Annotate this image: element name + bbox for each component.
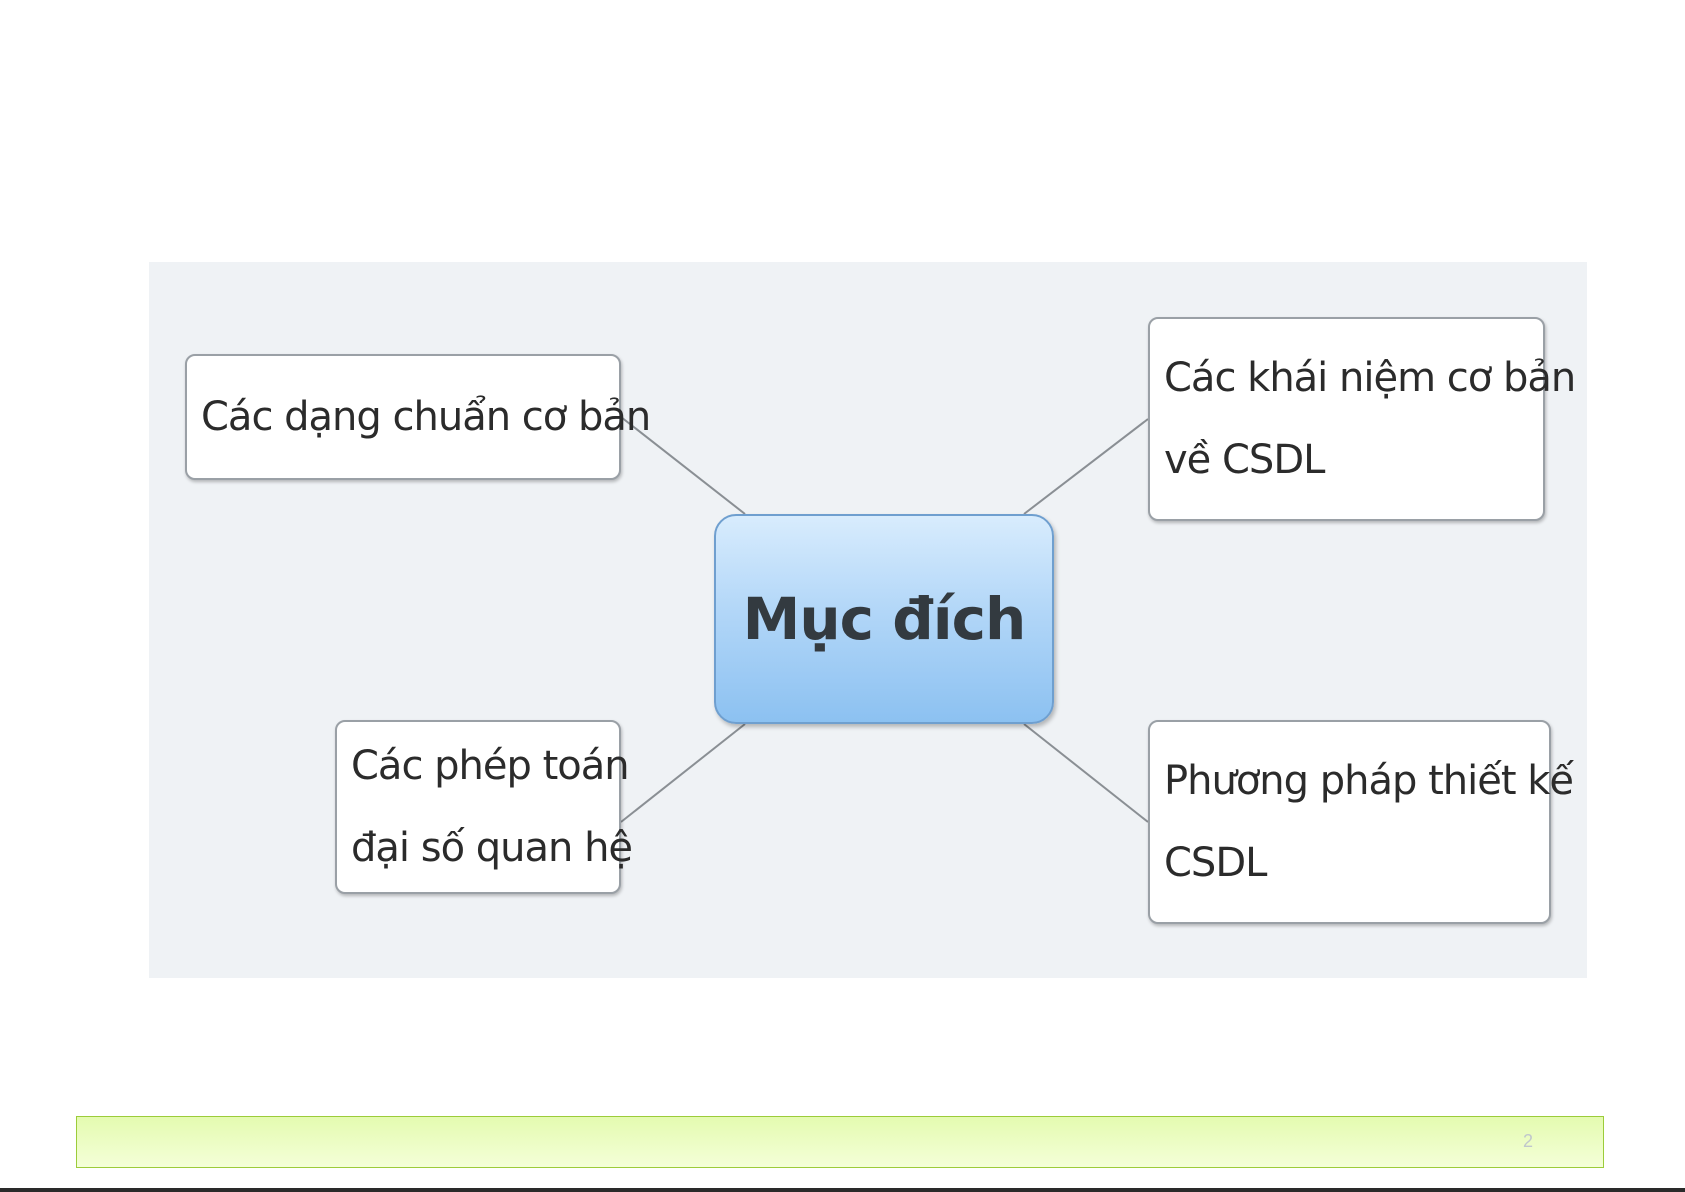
- topic-basic-concepts[interactable]: Các khái niệm cơ bản về CSDL: [1148, 317, 1545, 521]
- topic-relational-algebra[interactable]: Các phép toán đại số quan hệ: [335, 720, 621, 894]
- topic-relational-algebra-line-1: Các phép toán: [351, 725, 629, 807]
- topic-basic-concepts-line-1: Các khái niệm cơ bản: [1164, 337, 1575, 419]
- topic-design-method-line-2: CSDL: [1164, 822, 1266, 904]
- topic-normal-forms[interactable]: Các dạng chuẩn cơ bản: [185, 354, 621, 480]
- page-number: 2: [1523, 1131, 1533, 1152]
- connector-bottom-left: [621, 724, 745, 822]
- topic-basic-concepts-line-2: về CSDL: [1164, 419, 1324, 501]
- connector-bottom-right: [1024, 724, 1148, 822]
- connector-top-right: [1024, 419, 1148, 514]
- mind-map-panel: Các dạng chuẩn cơ bản Các khái niệm cơ b…: [149, 262, 1587, 978]
- central-topic-label: Mục đích: [743, 585, 1026, 653]
- central-topic[interactable]: Mục đích: [714, 514, 1054, 724]
- topic-relational-algebra-line-2: đại số quan hệ: [351, 807, 632, 889]
- topic-design-method[interactable]: Phương pháp thiết kế CSDL: [1148, 720, 1551, 924]
- footer-bar: 2: [76, 1116, 1604, 1168]
- bottom-divider: [0, 1188, 1685, 1192]
- topic-design-method-line-1: Phương pháp thiết kế: [1164, 740, 1573, 822]
- topic-normal-forms-label: Các dạng chuẩn cơ bản: [201, 376, 650, 458]
